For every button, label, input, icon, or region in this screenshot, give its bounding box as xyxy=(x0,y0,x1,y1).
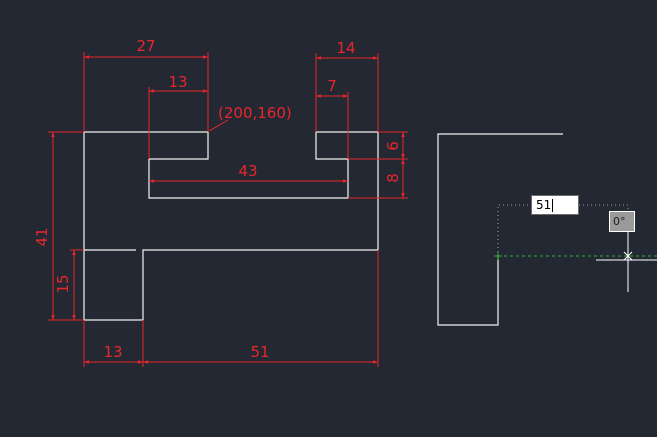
angle-tooltip[interactable]: 0° xyxy=(609,211,635,232)
part-outline[interactable] xyxy=(83,131,379,321)
coordinate-text: (200,160) xyxy=(218,104,292,122)
dim-text: 15 xyxy=(54,274,72,293)
dim-inner-length[interactable]: 43 xyxy=(149,162,348,183)
angle-value: 0° xyxy=(613,215,626,228)
dim-text: 13 xyxy=(168,73,187,91)
dim-text: 14 xyxy=(336,39,355,57)
dim-right-notch[interactable]: 7 xyxy=(316,77,349,159)
new-polyline[interactable] xyxy=(437,133,563,326)
dim-text: 41 xyxy=(33,227,51,246)
dim-text: 43 xyxy=(238,162,257,180)
dim-slot-depth[interactable]: 8 xyxy=(348,159,408,199)
dim-text: 51 xyxy=(250,343,269,361)
dim-bottom-length[interactable]: 51 xyxy=(143,250,379,367)
dim-text: 7 xyxy=(327,77,337,95)
dim-slot-width[interactable]: 13 xyxy=(148,73,209,159)
dim-notch-depth[interactable]: 6 xyxy=(348,131,408,160)
dim-text: 6 xyxy=(384,141,402,151)
length-input-value: 51 xyxy=(536,198,552,212)
dim-text: 27 xyxy=(136,37,155,55)
dim-text: 13 xyxy=(103,343,122,361)
dim-right-width[interactable]: 14 xyxy=(315,39,379,132)
length-input[interactable]: 51 xyxy=(531,195,579,215)
dim-total-height[interactable]: 41 xyxy=(33,131,84,321)
text-caret xyxy=(552,199,554,212)
crosshair-cursor-icon xyxy=(596,229,657,292)
dim-top-width[interactable]: 27 xyxy=(83,37,209,132)
dim-text: 8 xyxy=(384,173,402,183)
dim-leg-height[interactable]: 15 xyxy=(54,249,84,320)
coordinate-label[interactable]: (200,160) xyxy=(208,104,292,132)
dim-leg-width[interactable]: 13 xyxy=(83,320,144,367)
